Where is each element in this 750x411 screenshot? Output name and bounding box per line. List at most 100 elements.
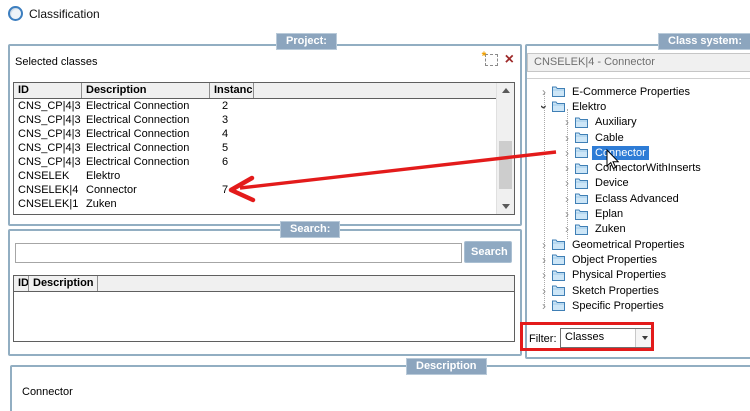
chevron-collapsed-icon[interactable]: ›	[542, 283, 546, 298]
tree-item-auxiliary[interactable]: ›Auxiliary	[527, 115, 750, 130]
table-cell: Zuken	[86, 198, 117, 210]
column-header-instance[interactable]: Instance	[210, 83, 254, 98]
table-cell: 7	[222, 184, 229, 196]
filter-selected-value: Classes	[565, 331, 605, 343]
table-cell: CNS_CP|4|3	[18, 114, 81, 126]
tree-item-label: Object Properties	[572, 253, 657, 266]
chevron-collapsed-icon[interactable]: ›	[542, 84, 546, 99]
window-titlebar: Classification	[8, 6, 100, 21]
selected-classes-table-header: ID Description Instance	[14, 83, 514, 99]
chevron-collapsed-icon[interactable]: ›	[565, 207, 569, 222]
table-cell	[254, 141, 514, 155]
tree-item-zuken[interactable]: › Zuken	[527, 222, 750, 237]
new-selection-icon[interactable]: *	[482, 49, 498, 66]
filter-dropdown[interactable]: Classes	[560, 328, 654, 348]
table-cell: Electrical Connection	[86, 100, 190, 112]
description-panel: Connector	[10, 365, 750, 411]
tree-item-connector[interactable]: › Connector	[527, 145, 750, 160]
search-input[interactable]	[15, 243, 462, 263]
table-cell: Elektro	[86, 170, 121, 182]
chevron-collapsed-icon[interactable]: ›	[542, 252, 546, 267]
tree-item-cable[interactable]: › Cable	[527, 130, 750, 145]
tree-item-physical-properties[interactable]: › Physical Properties	[527, 268, 750, 283]
tree-item-label: Physical Properties	[572, 269, 667, 282]
project-badge: Project:	[276, 33, 337, 50]
search-badge: Search:	[280, 221, 341, 238]
tree-item-e-commerce-properties[interactable]: ›E-Commerce Properties	[527, 84, 750, 99]
folder-icon	[552, 86, 565, 98]
folder-icon	[575, 193, 588, 205]
folder-icon	[575, 117, 588, 128]
chevron-expanded-icon[interactable]: ›	[537, 104, 551, 109]
tree-item-eclass-advanced[interactable]: ›Eclass Advanced	[527, 191, 750, 206]
selected-classes-table: ID Description Instance CNS_CP|4|3Electr…	[13, 82, 515, 215]
column-header-description[interactable]: Description	[29, 276, 98, 291]
folder-icon	[552, 300, 565, 312]
column-header-id[interactable]: ID	[14, 276, 29, 291]
tree-item-geometrical-properties[interactable]: ›Geometrical Properties	[527, 237, 750, 252]
search-results-table-header: ID Description	[14, 276, 514, 292]
chevron-collapsed-icon[interactable]: ›	[542, 298, 546, 313]
tree-item-elektro[interactable]: ›Elektro	[527, 99, 750, 114]
chevron-collapsed-icon[interactable]: ›	[565, 145, 569, 160]
column-header-id[interactable]: ID	[14, 83, 82, 98]
table-cell: 4	[222, 128, 229, 140]
search-button[interactable]: Search	[464, 241, 512, 263]
table-row[interactable]: CNS_CP|4|3 Electrical Connection 4	[14, 127, 514, 141]
scrollbar-down-button[interactable]	[497, 199, 514, 214]
table-cell	[210, 169, 254, 183]
tree-item-label: Cable	[595, 131, 624, 144]
chevron-collapsed-icon[interactable]: ›	[542, 268, 546, 283]
folder-icon	[575, 178, 588, 189]
window-title: Classification	[29, 6, 100, 21]
tree-item-sketch-properties[interactable]: › Sketch Properties	[527, 283, 750, 298]
star-icon: *	[481, 49, 487, 63]
column-header-description[interactable]: Description	[82, 83, 210, 98]
table-cell	[254, 155, 514, 169]
column-header-filler	[254, 83, 514, 98]
chevron-collapsed-icon[interactable]: ›	[565, 222, 569, 237]
table-cell	[254, 169, 514, 183]
tree-item-object-properties[interactable]: › Object Properties	[527, 252, 750, 267]
table-cell: CNS_CP|4|3	[18, 128, 81, 140]
tree-item-label: Zuken	[595, 223, 626, 236]
tree-item-connectorwithinserts[interactable]: › ConnectorWithInserts	[527, 160, 750, 175]
chevron-collapsed-icon[interactable]: ›	[565, 191, 569, 206]
table-cell	[254, 183, 514, 197]
folder-icon	[575, 224, 588, 235]
table-cell: CNS_CP|4|3	[18, 100, 81, 112]
remove-selection-icon[interactable]: ×	[504, 51, 514, 68]
chevron-collapsed-icon[interactable]: ›	[565, 161, 569, 176]
tree-item-label: Sketch Properties	[572, 284, 659, 297]
chevron-collapsed-icon[interactable]: ›	[565, 115, 569, 130]
tree-item-specific-properties[interactable]: ›Specific Properties	[527, 298, 750, 313]
scrollbar-up-button[interactable]	[497, 83, 514, 98]
triangle-down-icon	[501, 204, 510, 209]
tree-item-device[interactable]: › Device	[527, 176, 750, 191]
tree-item-label: ConnectorWithInserts	[595, 162, 701, 175]
vertical-scrollbar[interactable]	[496, 83, 514, 214]
dropdown-button[interactable]	[635, 329, 653, 347]
tree-item-label: Connector	[592, 145, 649, 160]
scrollbar-thumb[interactable]	[499, 141, 512, 189]
chevron-collapsed-icon[interactable]: ›	[542, 237, 546, 252]
table-cell: Electrical Connection	[86, 142, 190, 154]
table-cell: Electrical Connection	[86, 156, 190, 168]
tree-item-label: Device	[595, 177, 629, 190]
description-text: Connector	[22, 386, 73, 398]
chevron-collapsed-icon[interactable]: ›	[565, 176, 569, 191]
description-badge: Description	[406, 358, 487, 375]
chevron-collapsed-icon[interactable]: ›	[565, 130, 569, 145]
table-cell: Electrical Connection	[86, 128, 190, 140]
tree-item-label: Eplan	[595, 208, 624, 221]
table-cell	[254, 197, 514, 211]
tree-item-eplan[interactable]: › Eplan	[527, 206, 750, 221]
